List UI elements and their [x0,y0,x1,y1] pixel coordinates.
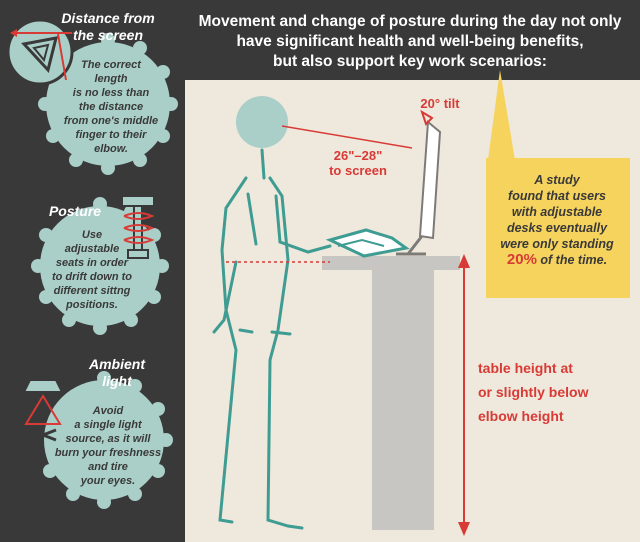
tip-body-line: source, as it will [65,433,151,445]
tip-posture-title: Posture [30,203,120,220]
tip-distance-body: The correct length is no less than the d… [56,58,166,156]
tip-title-line: light [102,373,132,389]
tip-distance-title: Distance from the screen [58,10,158,44]
tip-title-line: Posture [48,203,102,219]
study-last-line: 20% of the time. [494,252,620,268]
tip-title-line: Distance from [61,10,155,26]
tip-body-line: a single light [74,419,142,431]
study-percent: 20% [506,251,537,268]
tip-body-line: burn your freshness [54,447,162,459]
tip-body-line: adjustable [64,243,120,255]
tip-body-line: positions. [66,299,118,311]
tip-body-line: Use [81,229,103,241]
study-tail: of the time. [536,253,608,267]
table-height-line: elbow height [478,408,564,424]
tilt-label: 20° tilt [420,96,460,111]
page-header: Movement and change of posture during th… [190,12,630,72]
tip-light-title: Ambient light [72,356,162,390]
tip-body-line: Avoid [92,405,124,417]
study-line: desks eventually [506,221,608,235]
study-line: with adjustable [511,205,603,219]
header-line: have significant health and well-being b… [236,33,584,50]
header-line: Movement and change of posture during th… [198,13,622,30]
study-line: found that users [508,189,606,203]
badge-distance-icon-circle [6,18,74,86]
tip-body-line: seats in order [55,257,129,269]
lamp-icon [22,379,64,442]
tip-body-line: is no less than [72,87,150,99]
badge-light [43,371,173,509]
tip-body-line: from one's middle [63,115,159,127]
standing-desk [322,256,460,530]
badge-distance [38,33,178,175]
tip-body-line: and tire [88,461,128,473]
tip-body-line: the distance [78,101,144,113]
distance-label: 26"–28" to screen [318,148,398,178]
sightline [281,125,413,149]
table-height-line: table height at [478,360,573,376]
standing-figure [212,96,332,530]
tip-body-line: The correct [81,59,141,71]
study-text: A study found that users with adjustable… [494,172,620,268]
distance-label-line: 26"–28" [333,148,383,163]
study-line: were only standing [500,237,614,251]
table-height-label: table height at or slightly below elbow … [478,356,628,428]
tip-body-line: your eyes. [80,475,136,487]
tip-title-line: the screen [72,27,144,43]
tip-body-line: finger to their [75,129,147,141]
distance-label-line: to screen [329,163,387,178]
header-line: but also support key work scenarios: [273,53,547,70]
triangle-ruler-icon [10,29,72,81]
study-note [486,70,630,298]
badge-posture [31,197,169,335]
tip-body-line: different sittng [53,285,131,297]
tip-title-line: Ambient [89,356,145,372]
table-height-line: or slightly below [478,384,589,400]
tip-posture-body: Use adjustable seats in order to drift d… [36,228,148,312]
height-arrow [458,254,470,536]
study-line: A study [534,173,580,187]
monitor [396,119,442,256]
tilt-marker [420,109,434,126]
tip-body-line: to drift down to [51,271,133,283]
keyboard-hands [325,228,410,258]
tip-body-line: length [94,73,128,85]
tip-body-line: elbow. [94,143,128,155]
seat-spring-icon [121,195,155,259]
tip-light-body: Avoid a single light source, as it will … [46,404,170,488]
